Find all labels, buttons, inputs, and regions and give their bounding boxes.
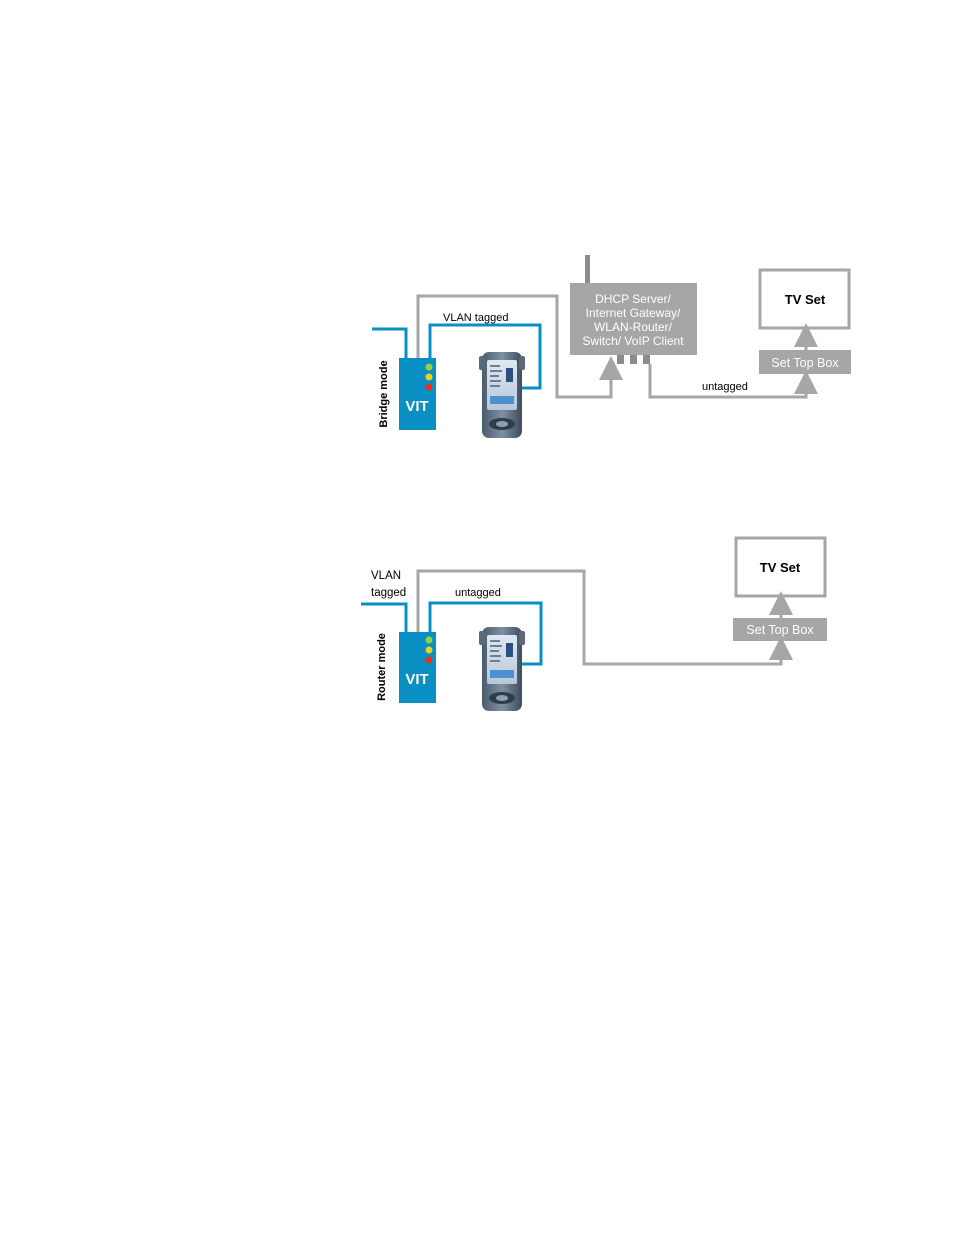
router-vlan-label-line-1: VLAN xyxy=(371,570,401,582)
bridge-gateway-ports xyxy=(617,355,650,364)
bridge-vit-label: VIT xyxy=(405,398,428,415)
router-vit-label: VIT xyxy=(405,671,428,688)
bridge-mode-diagram: VLAN tagged VIT Bridge mode DHCP Server xyxy=(372,255,851,438)
bridge-antenna-icon xyxy=(585,255,590,285)
router-untagged-label: untagged xyxy=(455,587,501,599)
router-gray-link-line xyxy=(418,571,781,664)
router-led-yellow-icon xyxy=(426,647,433,654)
router-tester-device-icon xyxy=(479,627,525,711)
bridge-tester-device-icon xyxy=(479,352,525,438)
router-tv-set-label: TV Set xyxy=(760,560,801,575)
bridge-led-red-icon xyxy=(426,384,433,391)
router-incoming-line xyxy=(361,604,406,632)
bridge-led-yellow-icon xyxy=(426,374,433,381)
bridge-incoming-line xyxy=(372,329,406,358)
bridge-tv-set-label: TV Set xyxy=(785,292,826,307)
bridge-gateway-line-4: Switch/ VoIP Client xyxy=(582,334,684,348)
router-led-green-icon xyxy=(426,637,433,644)
router-mode-diagram: VLAN tagged untagged VIT Router mode xyxy=(361,538,827,711)
bridge-mode-label: Bridge mode xyxy=(378,360,390,427)
bridge-untagged-label: untagged xyxy=(702,381,748,393)
router-led-red-icon xyxy=(426,657,433,664)
bridge-set-top-box-label: Set Top Box xyxy=(771,356,839,370)
router-set-top-box-label: Set Top Box xyxy=(746,623,814,637)
bridge-gateway-line-1: DHCP Server/ xyxy=(595,292,671,306)
bridge-gateway-line-3: WLAN-Router/ xyxy=(594,320,673,334)
bridge-gateway-line-2: Internet Gateway/ xyxy=(586,306,681,320)
bridge-vlan-label: VLAN tagged xyxy=(443,312,508,324)
bridge-led-green-icon xyxy=(426,364,433,371)
router-vlan-label-line-2: tagged xyxy=(371,587,406,599)
router-mode-label: Router mode xyxy=(376,633,388,701)
